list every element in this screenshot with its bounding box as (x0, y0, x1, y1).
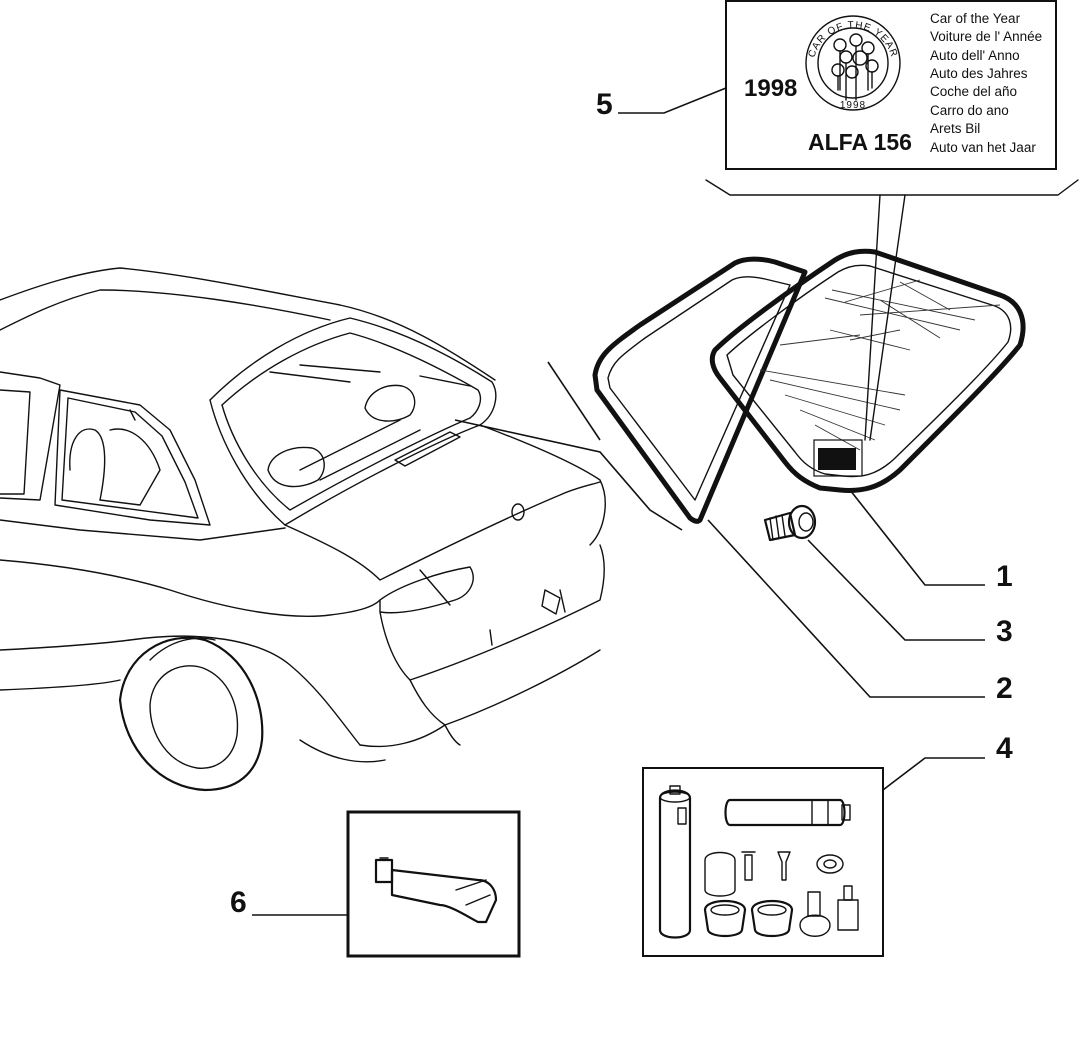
seal-year-text: 1998 (840, 100, 866, 111)
label-line: Car of the Year (930, 11, 1021, 26)
label-text-lines: Car of the Year Voiture de l' Année Auto… (930, 11, 1042, 155)
adhesive-tube-box (346, 810, 521, 958)
label-line: Coche del año (930, 84, 1017, 99)
callout-6: 6 (230, 886, 247, 919)
installation-kit-box (642, 767, 884, 957)
rear-window-glass (709, 248, 1026, 493)
label-model: ALFA 156 (808, 129, 912, 155)
label-line: Carro do ano (930, 103, 1009, 118)
leader-lines (252, 87, 985, 916)
callout-4: 4 (996, 732, 1013, 765)
seal-emblem (831, 33, 879, 101)
label-line: Auto van het Jaar (930, 140, 1036, 155)
label-year: 1998 (744, 75, 797, 102)
car-of-the-year-label: CAR OF THE YEAR 1998 1998 ALFA 156 Car o… (705, 0, 1079, 441)
label-line: Auto dell' Anno (930, 48, 1020, 63)
car-rear-view-drawing (0, 267, 606, 792)
label-line: Auto des Jahres (930, 66, 1028, 81)
label-line: Arets Bil (930, 121, 980, 136)
callout-5: 5 (596, 88, 613, 121)
callout-numbers: 5 1 3 2 4 6 (230, 88, 1013, 919)
rear-window-seal (592, 256, 808, 524)
callout-3: 3 (996, 615, 1013, 648)
callout-1: 1 (996, 560, 1013, 593)
callout-2: 2 (996, 672, 1013, 705)
label-line: Voiture de l' Année (930, 29, 1042, 44)
fastener-screw (763, 504, 817, 542)
